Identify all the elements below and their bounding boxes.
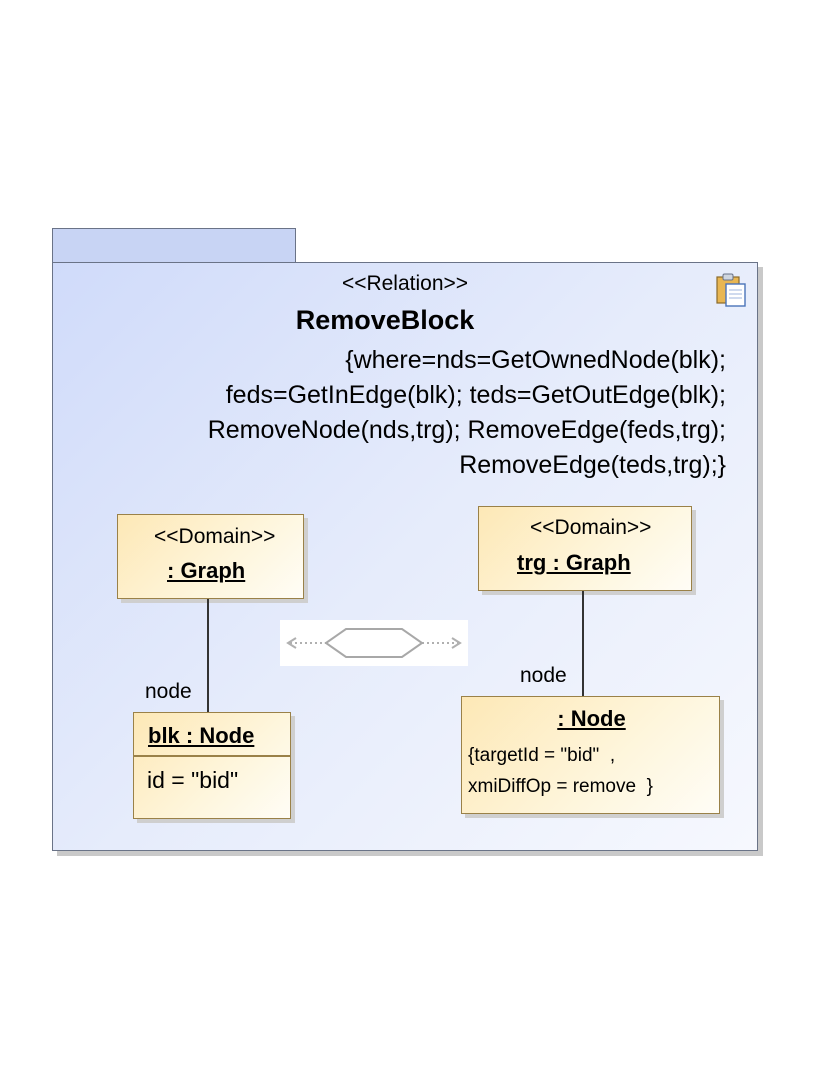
source-domain-stereotype: <<Domain>> xyxy=(154,525,276,548)
target-domain-graph[interactable]: <<Domain>> trg : Graph xyxy=(478,506,692,591)
source-node-title: blk : Node xyxy=(148,723,255,748)
clipboard-icon xyxy=(716,273,746,307)
source-domain-title: : Graph xyxy=(167,558,246,583)
source-domain-graph[interactable]: <<Domain>> : Graph xyxy=(117,514,304,599)
target-domain-stereotype: <<Domain>> xyxy=(530,516,652,539)
target-node-constraint-line: xmiDiffOp = remove } xyxy=(468,776,653,797)
hexagon-transformation-icon[interactable] xyxy=(280,620,468,666)
relation-stereotype: <<Relation>> xyxy=(341,272,469,295)
where-clause-line: {where=nds=GetOwnedNode(blk); xyxy=(345,346,726,374)
relation-where-clause: {where=nds=GetOwnedNode(blk); feds=GetInE… xyxy=(208,343,726,483)
target-node-constraints: {targetId = "bid" , xmiDiffOp = remove } xyxy=(468,740,653,802)
where-clause-line: RemoveNode(nds,trg); RemoveEdge(feds,trg… xyxy=(207,416,726,444)
where-clause-line: RemoveEdge(teds,trg);} xyxy=(459,451,726,479)
package-tab xyxy=(52,228,296,263)
target-node[interactable]: : Node {targetId = "bid" , xmiDiffOp = re… xyxy=(461,696,720,814)
compartment-divider xyxy=(134,755,290,757)
where-clause-line: feds=GetInEdge(blk); teds=GetOutEdge(blk… xyxy=(225,381,726,409)
target-domain-title: trg : Graph xyxy=(517,550,631,575)
target-link-role: node xyxy=(520,664,567,687)
source-node-attribute: id = "bid" xyxy=(147,767,239,793)
source-link-role: node xyxy=(145,680,192,703)
source-link-line xyxy=(207,599,209,712)
relation-name[interactable]: RemoveBlock xyxy=(295,305,475,335)
source-node-blk[interactable]: blk : Node id = "bid" xyxy=(133,712,291,819)
target-node-title: : Node xyxy=(557,706,626,731)
target-link-line xyxy=(582,591,584,696)
target-node-constraint-line: {targetId = "bid" , xyxy=(468,745,616,766)
